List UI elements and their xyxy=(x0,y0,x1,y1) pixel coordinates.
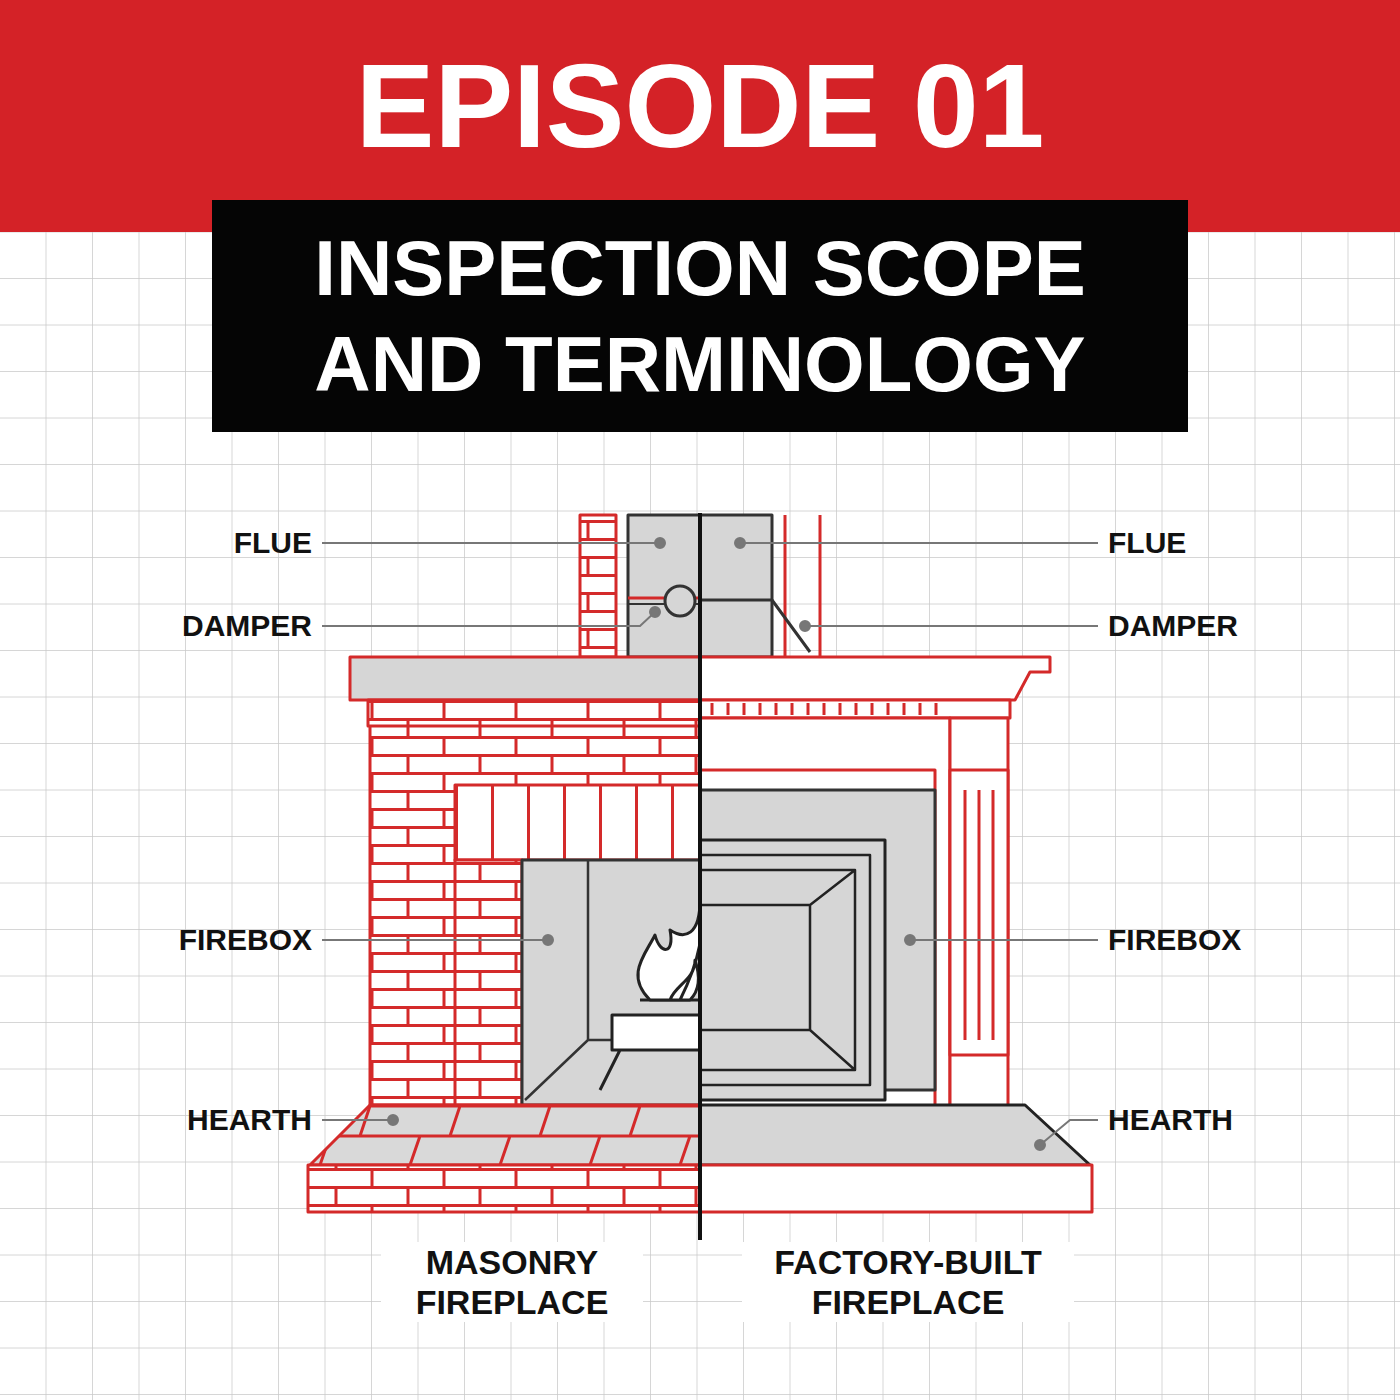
part-label: FLUE xyxy=(1108,526,1186,560)
part-label: DAMPER xyxy=(1108,609,1238,643)
type-label: FACTORY-BUILT FIREPLACE xyxy=(742,1242,1074,1322)
divider-line xyxy=(698,513,702,1240)
factory-built-half xyxy=(700,515,1092,1212)
section-title: INSPECTION SCOPE AND TERMINOLOGY xyxy=(252,220,1148,412)
episode-heading: EPISODE 01 xyxy=(356,41,1045,171)
text-stack: INSPECTION SCOPE AND TERMINOLOGY xyxy=(252,220,1148,412)
part-label: FLUE xyxy=(234,526,312,560)
text-stack: EPISODE 01 xyxy=(356,41,1045,171)
part-label: FIREBOX xyxy=(179,923,312,957)
part-label: HEARTH xyxy=(187,1103,312,1137)
subtitle-box: INSPECTION SCOPE AND TERMINOLOGY xyxy=(212,200,1188,432)
header-band: EPISODE 01 xyxy=(0,0,1400,232)
part-label: DAMPER xyxy=(182,609,312,643)
part-label: HEARTH xyxy=(1108,1103,1233,1137)
masonry-half xyxy=(308,515,702,1212)
leader-lines xyxy=(322,538,1098,1150)
type-label: MASONRY FIREPLACE xyxy=(381,1242,643,1322)
part-label: FIREBOX xyxy=(1108,923,1241,957)
